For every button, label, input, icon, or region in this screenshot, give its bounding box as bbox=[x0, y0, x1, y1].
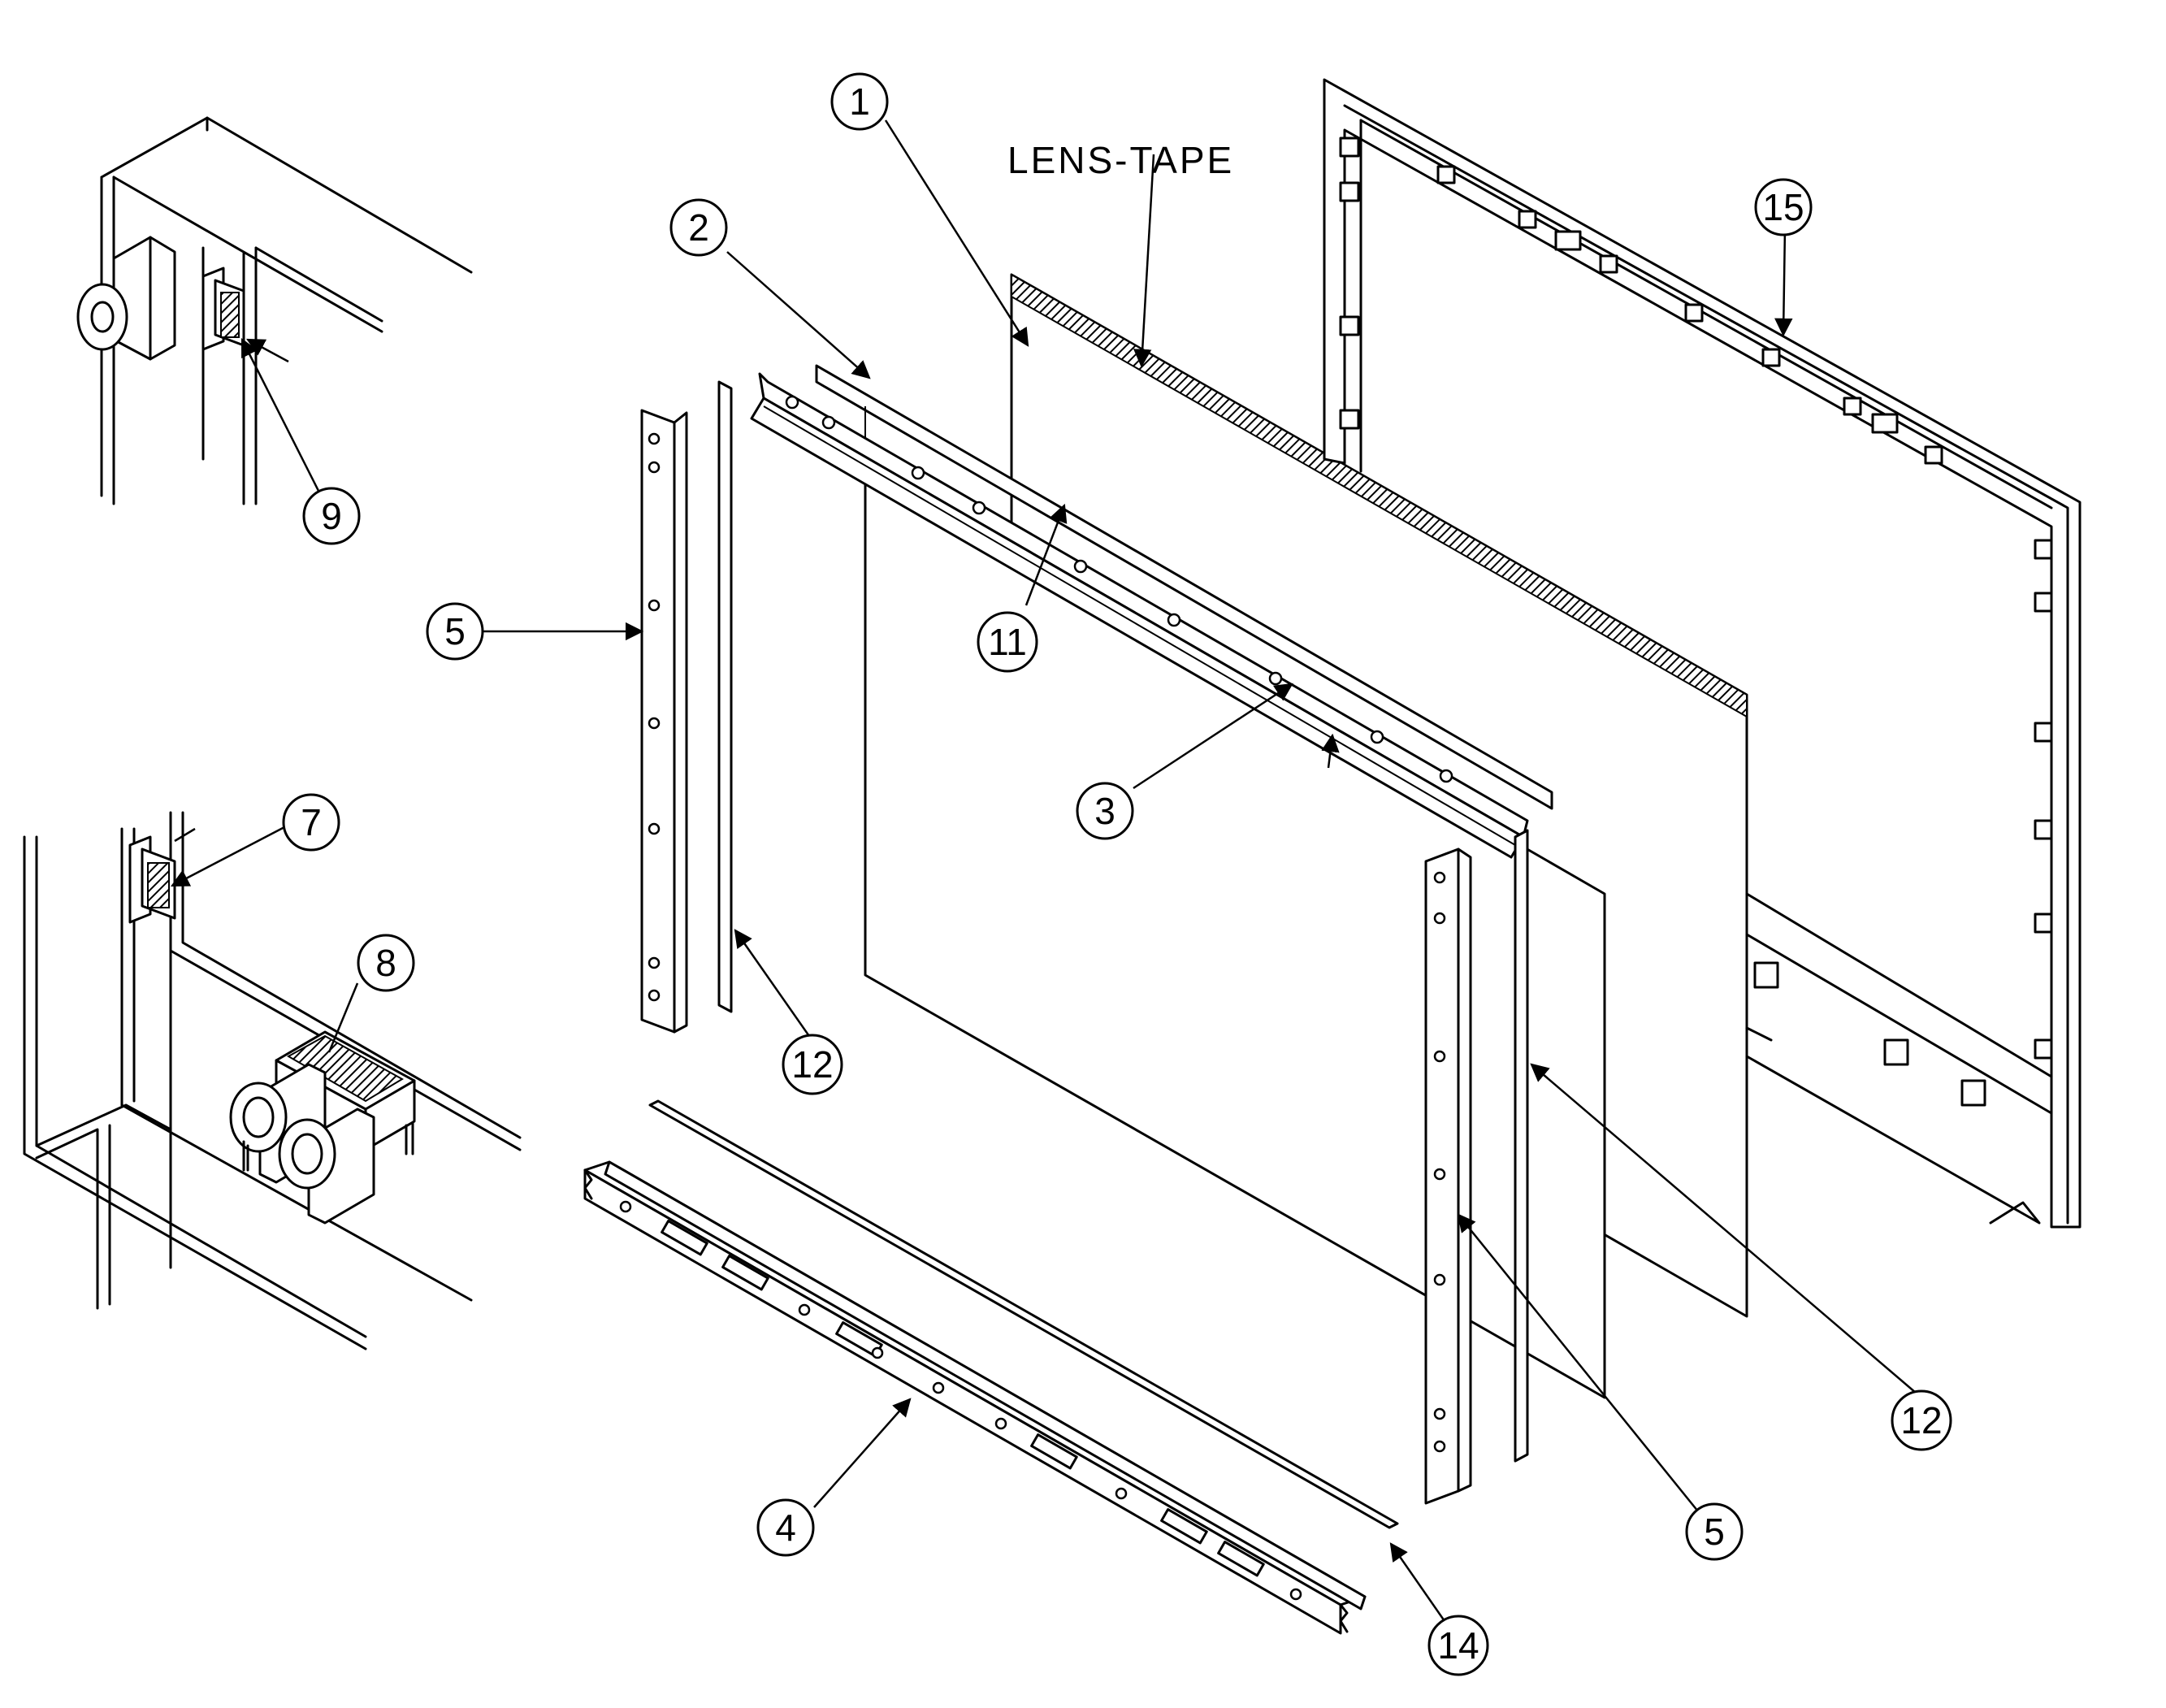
callout-4-number: 4 bbox=[775, 1506, 796, 1549]
frame-part-15 bbox=[1323, 78, 2082, 1229]
callout-7-number: 7 bbox=[301, 801, 322, 843]
right-bracket-part-5 bbox=[1424, 847, 1472, 1505]
callout-1: 1 bbox=[830, 72, 889, 131]
callout-1-number: 1 bbox=[849, 80, 870, 123]
detail-bottom-left bbox=[23, 811, 522, 1350]
callout-12-left-number: 12 bbox=[791, 1043, 833, 1086]
callout-15: 15 bbox=[1754, 178, 1813, 236]
callout-8: 8 bbox=[357, 934, 415, 992]
callout-11: 11 bbox=[977, 611, 1038, 673]
callout-5-right: 5 bbox=[1685, 1502, 1744, 1561]
callout-5-right-number: 5 bbox=[1704, 1511, 1725, 1553]
callout-9-number: 9 bbox=[321, 495, 342, 537]
callout-4: 4 bbox=[756, 1498, 815, 1557]
lens-tape-label: LENS-TAPE bbox=[1007, 139, 1234, 181]
clip-part-7 bbox=[128, 835, 176, 924]
callout-7: 7 bbox=[282, 793, 340, 852]
connector-part-8 bbox=[229, 1030, 416, 1225]
knob-icon bbox=[76, 236, 176, 361]
detail-top-left bbox=[76, 116, 473, 505]
callout-2: 2 bbox=[669, 198, 728, 257]
left-strip-part-12 bbox=[717, 380, 733, 1013]
clip-part-9 bbox=[201, 267, 245, 351]
callout-11-number: 11 bbox=[988, 621, 1027, 663]
bottom-strip-part-14 bbox=[648, 1099, 1399, 1529]
leader-lines bbox=[171, 119, 1922, 1622]
callout-8-number: 8 bbox=[375, 942, 396, 984]
callout-2-number: 2 bbox=[688, 206, 709, 249]
left-bracket-part-5 bbox=[640, 409, 688, 1034]
callout-9: 9 bbox=[302, 487, 361, 545]
callout-12-right: 12 bbox=[1891, 1389, 1952, 1451]
callout-3-number: 3 bbox=[1094, 790, 1115, 832]
callout-14: 14 bbox=[1427, 1615, 1489, 1676]
callout-12-right-number: 12 bbox=[1900, 1399, 1942, 1441]
callout-5-left: 5 bbox=[426, 602, 484, 661]
right-strip-part-12 bbox=[1514, 829, 1529, 1463]
callout-5-left-number: 5 bbox=[444, 610, 466, 652]
bottom-bracket-part-4 bbox=[583, 1160, 1367, 1635]
callout-3: 3 bbox=[1076, 782, 1134, 840]
callout-12-left: 12 bbox=[782, 1034, 843, 1095]
callout-15-number: 15 bbox=[1762, 186, 1804, 228]
callout-14-number: 14 bbox=[1437, 1624, 1479, 1667]
